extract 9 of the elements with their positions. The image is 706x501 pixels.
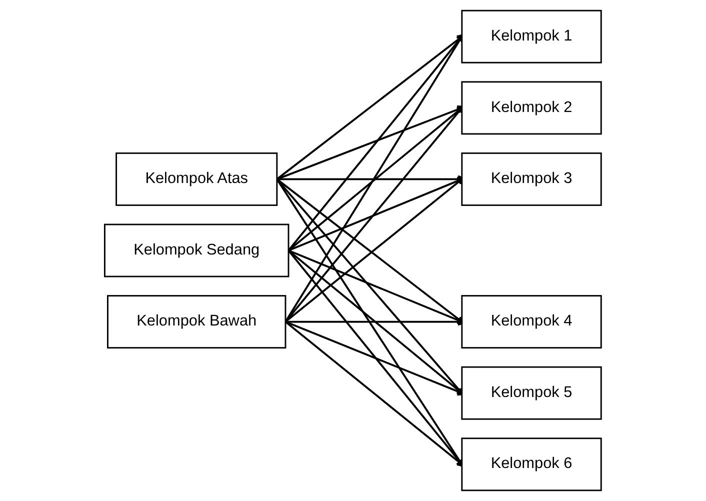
node-box: Kelompok Atas (116, 152, 278, 206)
node-box: Kelompok 2 (461, 81, 602, 135)
node-box: Kelompok 5 (461, 366, 602, 420)
node-box: Kelompok 4 (461, 295, 602, 349)
node-box: Kelompok Sedang (104, 224, 290, 278)
node-box: Kelompok 6 (461, 438, 602, 492)
node-box: Kelompok 3 (461, 152, 602, 206)
node-box: Kelompok 1 (461, 10, 602, 64)
node-box: Kelompok Bawah (107, 295, 286, 349)
